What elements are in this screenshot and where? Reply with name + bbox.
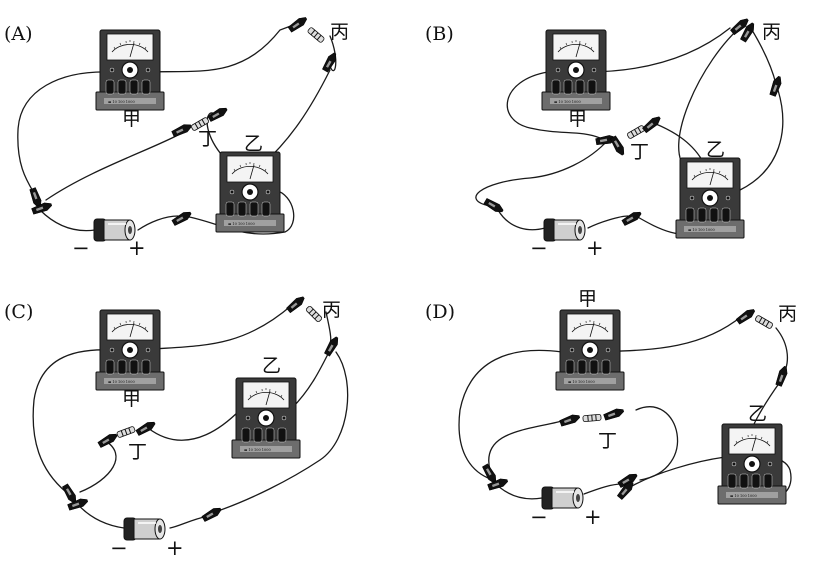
label-yi-d: 乙	[748, 403, 767, 425]
label-yi-b: 乙	[706, 139, 725, 161]
label-bing-b: 丙	[762, 21, 781, 43]
label-ding-b: 丁	[630, 141, 649, 163]
negative-sign-b: −	[530, 236, 548, 260]
label-bing-d: 丙	[778, 303, 797, 325]
label-ding-d: 丁	[598, 430, 617, 452]
positive-sign-d: +	[584, 505, 602, 529]
panel-b-label: (B)	[425, 23, 454, 45]
negative-sign-d: −	[530, 505, 548, 529]
label-bing-a: 丙	[330, 21, 349, 43]
label-yi-a: 乙	[244, 133, 263, 155]
panel-a: (A) 丙 丁 甲 乙 − +	[4, 14, 349, 260]
positive-sign-c: +	[166, 536, 184, 560]
panel-a-label: (A)	[4, 23, 33, 45]
positive-sign-b: +	[586, 236, 604, 260]
negative-sign-c: −	[110, 536, 128, 560]
label-jia-c: 甲	[122, 388, 141, 410]
label-ding-a: 丁	[198, 128, 217, 150]
panel-d-label: (D)	[425, 301, 455, 323]
label-ding-c: 丁	[128, 441, 147, 463]
positive-sign-a: +	[128, 236, 146, 260]
label-jia-d: 甲	[578, 288, 597, 310]
negative-sign-a: −	[72, 236, 90, 260]
panel-c-label: (C)	[4, 301, 33, 323]
panel-c: (C) 丙 丁 甲 乙 − +	[4, 294, 349, 560]
panel-d: (D) 丙 丁 甲 乙 − +	[425, 288, 797, 529]
label-jia-b: 甲	[568, 108, 587, 130]
label-jia-a: 甲	[122, 108, 141, 130]
label-bing-c: 丙	[322, 299, 341, 321]
label-yi-c: 乙	[262, 355, 281, 377]
panel-b: (B) 丙 丁 甲 乙 − +	[425, 16, 784, 260]
